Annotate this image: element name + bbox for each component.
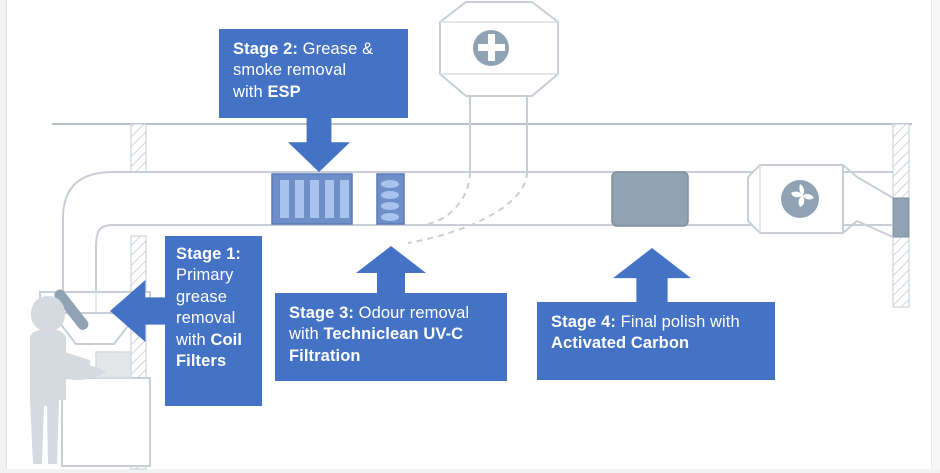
callout-stage-4: Stage 4: Final polish with Activated Car… xyxy=(537,302,775,380)
wall-louvre-vent xyxy=(892,197,910,238)
chef-silhouette xyxy=(30,296,106,464)
callout-stage4-keyword: Activated Carbon xyxy=(551,334,690,353)
callout-stage4-label: Stage 4: xyxy=(551,313,616,331)
callout-stage1-line2: Primary xyxy=(176,266,234,285)
inline-fan-unit xyxy=(747,164,858,234)
callout-stage1-label: Stage 1: xyxy=(176,245,241,263)
canvas-left-border xyxy=(0,0,7,473)
fan-cross-icon xyxy=(478,34,505,61)
activated-carbon-unit xyxy=(611,171,689,227)
callout-stage1-line3: grease xyxy=(176,287,228,306)
outlet-transition xyxy=(856,176,894,238)
callout-stage1-line5: with xyxy=(176,330,211,349)
callout-stage3-line2: with xyxy=(289,325,324,344)
callout-stage-3: Stage 3: Odour removal with Techniclean … xyxy=(275,293,507,381)
roof-fan-unit xyxy=(439,1,559,97)
right-wall xyxy=(892,123,910,308)
uvc-filter-unit xyxy=(376,173,405,225)
callout-stage3-line1: Odour removal xyxy=(354,304,470,322)
callout-stage3-keyword: Techniclean UV-C xyxy=(323,325,464,344)
cooking-range xyxy=(61,351,151,467)
fan-blades-icon xyxy=(791,184,814,207)
canvas-right-border xyxy=(931,0,940,473)
callout-stage1-keyword: Coil xyxy=(210,330,243,349)
callout-stage3-label: Stage 3: xyxy=(289,304,354,322)
callout-stage3-keyword2: Filtration xyxy=(289,346,361,365)
callout-stage1-keyword2: Filters xyxy=(176,352,227,371)
left-duct-elbow xyxy=(62,171,114,292)
callout-stage2-line2: smoke removal xyxy=(233,61,347,80)
esp-unit xyxy=(271,173,353,225)
callout-stage4-line1: Final polish with xyxy=(616,313,740,331)
callout-stage-1: Stage 1: Primary grease removal with Coi… xyxy=(165,236,262,406)
callout-stage2-label: Stage 2: xyxy=(233,40,298,58)
callout-stage2-keyword: ESP xyxy=(267,82,301,101)
callout-stage1-line4: removal xyxy=(176,309,236,328)
callout-stage-2: Stage 2: Grease & smoke removal with ESP xyxy=(219,29,408,118)
coil-filter-element xyxy=(54,289,89,330)
callout-stage2-line3: with xyxy=(233,82,268,101)
canvas-bottom-border xyxy=(0,469,940,473)
callout-stage2-line1: Grease & xyxy=(298,40,374,58)
